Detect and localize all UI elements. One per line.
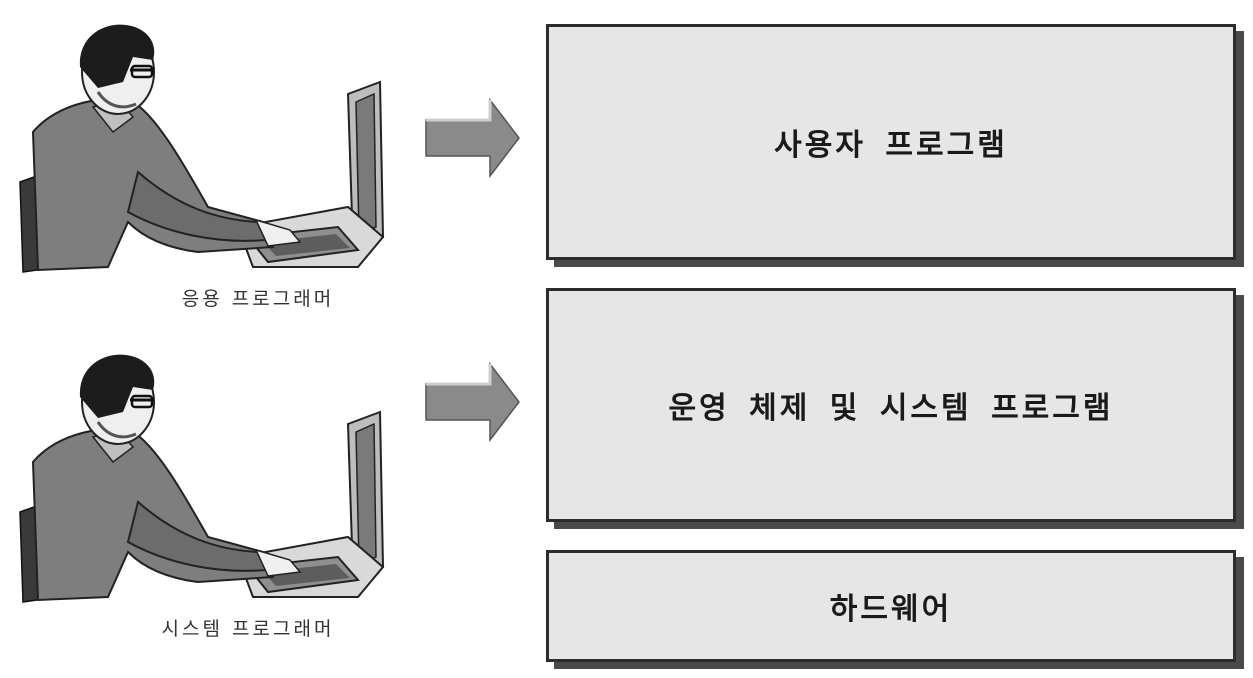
application-programmer-illustration (19, 24, 385, 273)
os-and-system-programs-layer: 운영 체제 및 시스템 프로그램 (546, 288, 1236, 522)
user-programs-layer: 사용자 프로그램 (546, 24, 1236, 260)
system-programmer-illustration (19, 354, 385, 603)
system-programmer-caption: 시스템 프로그래머 (161, 618, 335, 640)
user-programs-label: 사용자 프로그램 (774, 128, 1008, 163)
application-programmer-caption: 응용 프로그래머 (181, 288, 335, 310)
hardware-label: 하드웨어 (829, 592, 953, 627)
hardware-layer: 하드웨어 (546, 550, 1236, 662)
os-and-system-programs-label: 운영 체제 및 시스템 프로그램 (668, 391, 1114, 426)
right-arrow-icon (425, 98, 520, 178)
right-arrow-icon (425, 362, 520, 442)
